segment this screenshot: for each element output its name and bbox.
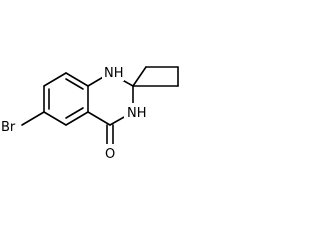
bond [43,72,67,87]
double-bond-inner [65,78,84,90]
bond [65,111,89,126]
cyclobutane-ring [132,66,179,87]
atom-n1: NH [102,63,124,81]
bond [21,111,45,126]
carbonyl-group [106,124,114,145]
atom-n3: NH [124,103,147,121]
nitrogen-label: NH [127,106,147,121]
molecule-structure: NH NH O Br [0,63,179,162]
bond [87,111,111,126]
atom-o: O [103,144,117,162]
bond [65,72,89,87]
oxygen-label: O [105,147,115,162]
nitrogen-label: NH [104,66,124,81]
atom-br: Br [0,117,20,135]
bromine-label: Br [1,120,16,135]
benzene-ring [43,72,89,126]
double-bond-inner [65,107,84,119]
bond [132,66,147,87]
bond [43,111,67,126]
